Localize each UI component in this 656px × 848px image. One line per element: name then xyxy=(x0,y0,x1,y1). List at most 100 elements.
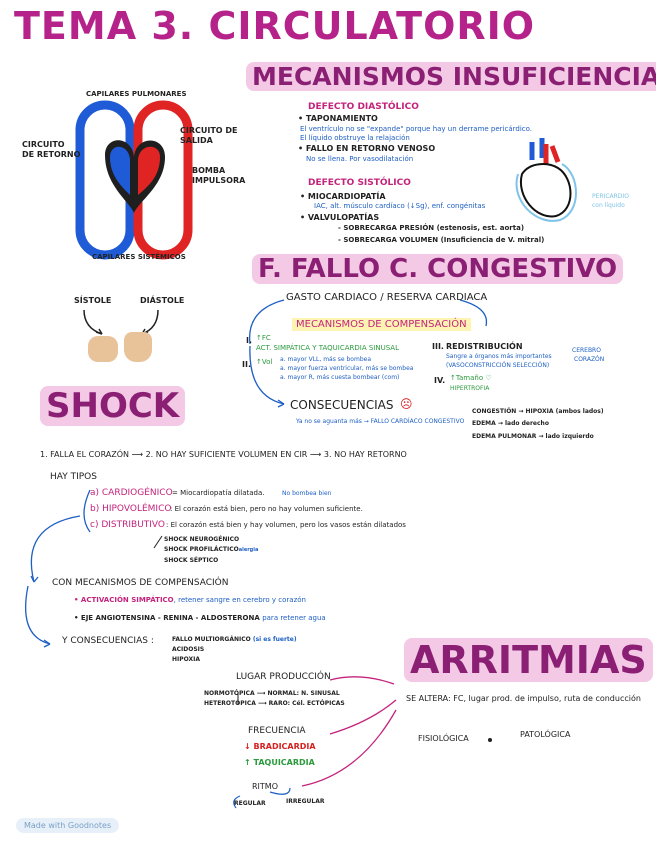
edema-item: EDEMA → lado derecho xyxy=(472,420,549,427)
top-capillaries-label: CAPILARES PULMONARES xyxy=(86,90,187,98)
exit-circuit-line2: SALIDA xyxy=(180,136,213,145)
pericardio-note: PERICARDIO con líquido xyxy=(592,192,629,210)
pump-label: BOMBA IMPULSORA xyxy=(192,166,245,186)
arritmias-arrows xyxy=(233,676,397,809)
pericardial-heart-icon xyxy=(515,138,577,222)
shock-types: HAY TIPOS xyxy=(50,472,97,482)
fist-icon xyxy=(88,336,118,362)
pathological: PATOLÓGICA xyxy=(520,730,571,739)
vol-item-c: a. mayor R, más cuesta bombear (com) xyxy=(280,374,400,381)
return-circuit-line1: CIRCUITO xyxy=(22,140,65,149)
valvulopatia-pressure: - SOBRECARGA PRESIÓN (estenosis, est. ao… xyxy=(338,224,525,232)
bullet-dot-icon xyxy=(488,738,492,742)
goodnotes-badge: Made with Goodnotes xyxy=(16,818,120,833)
prophylactic-shock-text: SHOCK PROFILÁCTICO xyxy=(164,546,239,553)
shock-sequence: 1. FALLA EL CORAZÓN ⟶ 2. NO HAY SUFICIEN… xyxy=(40,450,407,459)
raa-item: • EJE ANGIOTENSINA - RENINA - ALDOSTERON… xyxy=(74,614,326,622)
raa-text: • EJE ANGIOTENSINA - RENINA - ALDOSTERON… xyxy=(74,614,260,622)
venous-return-failure: • FALLO EN RETORNO VENOSO xyxy=(298,144,436,153)
tamponamiento-desc-2: El líquido obstruye la relajación xyxy=(300,134,410,142)
size-increase: ↑Tamaño ♡ xyxy=(450,374,492,382)
arritmias-heading: ARRITMIAS xyxy=(404,638,653,682)
consequences-heading: CONSECUENCIAS xyxy=(290,398,394,412)
open-hand-icon xyxy=(124,332,152,362)
pump-line2: IMPULSORA xyxy=(192,176,246,185)
hypoxia: HIPOXIA xyxy=(172,656,201,663)
miocardiopatia-desc: IAC, alt. músculo cardíaco (↓Sg), enf. c… xyxy=(314,202,486,210)
normotopic: NORMOTÓPICA ⟶ NORMAL: N. SINUSAL xyxy=(204,690,340,697)
congestion-item: CONGESTIÓN → HIPOXIA (ambos lados) xyxy=(472,408,604,415)
hypertrophy: HIPERTROFIA xyxy=(450,385,490,392)
sympathetic-note: , retener sangre en cerebro y corazón xyxy=(173,596,306,604)
shock-heading: SHOCK xyxy=(40,386,186,426)
shock-arrows xyxy=(24,489,163,648)
pulmonary-edema-item: EDEMA PULMONAR → lado izquierdo xyxy=(472,433,594,440)
acidosis: ACIDOSIS xyxy=(172,646,205,653)
regular: REGULAR xyxy=(234,800,266,807)
valvulopatia-volume: - SOBRECARGA VOLUMEN (Insuficiencia de V… xyxy=(338,236,545,244)
arritmia-alters: SE ALTERA: FC, lugar prod. de impulso, r… xyxy=(406,694,641,703)
diastole-label: DIÁSTOLE xyxy=(140,296,185,305)
tamponamiento-desc-1: El ventrículo no se "expande" porque hay… xyxy=(300,125,533,133)
brain-label: CEREBRO xyxy=(572,347,601,354)
type-hypovolemic-desc: : El corazón está bien, pero no hay volu… xyxy=(170,505,363,513)
sad-face-icon: ☹ xyxy=(400,397,413,411)
diastolic-defect: DEFECTO DIASTÓLICO xyxy=(308,102,419,112)
valvulopatias: • VALVULOPATÍAS xyxy=(300,213,380,222)
page-title: TEMA 3. CIRCULATORIO xyxy=(14,4,536,48)
compensation-mechanisms: MECANISMOS DE COMPENSACIÓN xyxy=(292,318,471,331)
type-cardiogenic-note: No bombea bien xyxy=(282,490,332,497)
roman-ii: II. xyxy=(242,360,251,369)
redistribution-desc-1: Sangre a órganos más importantes xyxy=(446,353,552,360)
consequence-desc: Ya no se aguanta más → FALLO CARDÍACO CO… xyxy=(296,418,465,425)
roman-i: I. xyxy=(246,336,253,345)
cycle-arrows xyxy=(83,309,159,335)
production-site: LUGAR PRODUCCIÓN xyxy=(236,672,331,682)
pump-line1: BOMBA xyxy=(192,166,226,175)
multiorgan-text: FALLO MULTIORGÁNICO xyxy=(172,636,251,643)
prophylactic-shock-note: alergia xyxy=(238,547,259,553)
sympathetic-activation: ACT. SIMPÁTICA Y TAQUICARDIA SINUSAL xyxy=(256,344,399,352)
type-hypovolemic: b) HIPOVOLÉMICO xyxy=(90,504,172,514)
prophylactic-shock: SHOCK PROFILÁCTICOalergia xyxy=(164,546,258,553)
redistribution-desc-2: (VASOCONSTRICCIÓN SELECCIÓN) xyxy=(446,362,550,369)
return-circuit-line2: DE RETORNO xyxy=(22,150,81,159)
heterotopic: HETEROTÓPICA ⟶ RARO: Cél. ECTÓPICAS xyxy=(204,700,345,707)
tachycardia: ↑ TAQUICARDIA xyxy=(244,758,315,767)
tamponamiento: • TAPONAMIENTO xyxy=(298,114,378,123)
multiorgan-failure: FALLO MULTIORGÁNICO (si es fuerte) xyxy=(172,636,297,643)
circulation-diagram xyxy=(75,100,193,260)
heart-label: CORAZÓN xyxy=(574,356,605,363)
systolic-defect: DEFECTO SISTÓLICO xyxy=(308,178,411,188)
vol-up: ↑Vol xyxy=(256,358,273,366)
roman-iv: IV. xyxy=(434,376,446,385)
exit-circuit-line1: CIRCUITO DE xyxy=(180,126,238,135)
bottom-capillaries-label: CAPILARES SISTÉMICOS xyxy=(92,253,186,261)
multiorgan-note: (si es fuerte) xyxy=(252,636,297,643)
gasto-cardiaco: GASTO CARDIACO / RESERVA CARDIACA xyxy=(286,292,488,303)
pericardio-note-line2: con líquido xyxy=(592,202,625,209)
physiological: FISIOLÓGICA xyxy=(418,734,469,743)
fc-up: ↑FC xyxy=(256,334,271,342)
irregular: IRREGULAR xyxy=(286,798,325,805)
vol-item-a: a. mayor VLL, más se bombea xyxy=(280,356,371,363)
type-distributive: c) DISTRIBUTIVO xyxy=(90,520,166,530)
raa-note: para retener agua xyxy=(262,614,326,622)
rhythm: RITMO xyxy=(252,782,279,791)
type-cardiogenic: a) CARDIOGÉNICO xyxy=(90,488,173,498)
sympathetic-text: • ACTIVACIÓN SIMPÁTICO xyxy=(74,596,174,604)
fallo-heading: F. FALLO C. CONGESTIVO xyxy=(252,254,624,284)
septic-shock: SHOCK SÉPTICO xyxy=(164,557,219,564)
return-circuit-label: CIRCUITO DE RETORNO xyxy=(22,140,80,160)
mecanismos-heading: MECANISMOS INSUFICIENCIA xyxy=(246,62,656,91)
exit-circuit-label: CIRCUITO DE SALIDA xyxy=(180,126,238,146)
shock-consequences: Y CONSECUENCIAS : xyxy=(62,636,154,646)
venous-return-desc: No se llena. Por vasodilatación xyxy=(306,155,414,163)
roman-iii: III. xyxy=(432,342,444,351)
bradycardia: ↓ BRADICARDIA xyxy=(244,742,316,751)
systole-label: SÍSTOLE xyxy=(74,296,112,305)
type-distributive-desc: : El corazón está bien y hay volumen, pe… xyxy=(166,521,406,529)
type-cardiogenic-desc: = Miocardiopatía dilatada. xyxy=(172,489,265,497)
sympathetic-item: • ACTIVACIÓN SIMPÁTICO, retener sangre e… xyxy=(74,596,306,604)
fallo-arrows xyxy=(248,299,488,408)
